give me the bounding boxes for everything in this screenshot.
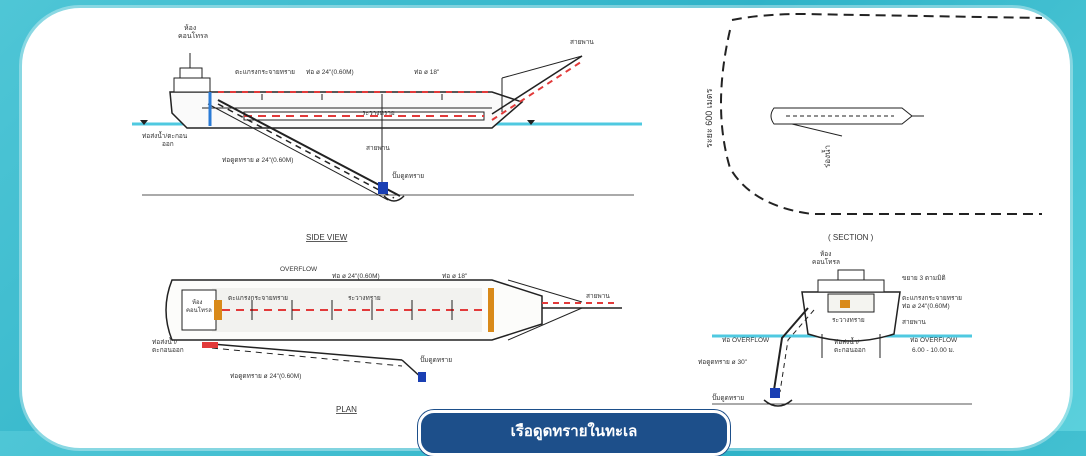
side-pump	[378, 182, 388, 194]
side-suction-label: ท่อดูดทราย ø 24"(0.60M)	[222, 157, 293, 164]
cross-control-room-label: ห้องคอนโทรล	[812, 250, 840, 266]
suction-head	[383, 195, 405, 202]
plan-control-room-label: ห้องคอนโทรล	[186, 299, 212, 314]
section-distance-label: ระยะ 600 เมตร	[704, 88, 714, 148]
boom-stay	[501, 55, 583, 79]
section-top-boundary	[731, 12, 1043, 21]
plan-hatch	[488, 288, 494, 332]
section-suction	[791, 123, 843, 137]
plan-pump-room	[214, 300, 222, 320]
dredger-drawings: ห้องคอนโทรล ตะแกรงกระจายทราย ท่อ ø 24"(0…	[132, 12, 1043, 414]
cross-conveyor-label: สายพาน	[902, 319, 926, 326]
side-discharge-label: ท่อส่งน้ำ/ตะกอนออก	[142, 131, 188, 148]
section-view: ระยะ 600 เมตร ร่องน้ำ ( SECTION )	[704, 12, 1043, 242]
plan-pump	[418, 372, 426, 382]
plan-title: PLAN	[336, 405, 357, 414]
cross-deck	[817, 279, 885, 293]
side-sand-hold-label: ระวางทราย	[362, 110, 395, 117]
section-boundary	[720, 29, 1042, 215]
plan-suction-flow	[211, 347, 403, 367]
plan-view: OVERFLOW ท่อ ø 24"(0.60M) ท่อ ø 18" ห้อง…	[152, 266, 622, 414]
caption-banner: เรือดูดทรายในทะเล	[418, 410, 730, 456]
cross-sand-hold	[827, 293, 875, 313]
cross-pump	[770, 388, 780, 398]
section-title: ( SECTION )	[828, 233, 874, 242]
side-distributor-label: ตะแกรงกระจายทราย	[235, 69, 295, 76]
water-level-marker	[527, 120, 535, 125]
plan-discharge-label: ท่อส่งน้ำ/ตะกอนออก	[152, 337, 184, 354]
cross-sand-hold-label: ระวางทราย	[832, 317, 865, 324]
plan-suction-ladder	[211, 343, 403, 361]
cross-overflow-right-label: ท่อ OVERFLOW	[910, 337, 958, 344]
side-suction-ladder-2	[207, 103, 389, 201]
side-view: ห้องคอนโทรล ตะแกรงกระจายทราย ท่อ ø 24"(0…	[132, 24, 642, 242]
diagram-card: ห้องคอนโทรล ตะแกรงกระจายทราย ท่อ ø 24"(0…	[22, 8, 1070, 448]
side-pipe-18-label: ท่อ ø 18"	[414, 69, 440, 76]
wheelhouse	[179, 67, 203, 79]
side-suction-flow	[217, 103, 395, 199]
cross-discharge-label: ท่อส่งน้ำ/ตะกอนออก	[834, 337, 866, 354]
cross-section-view: ห้องคอนโทรล ขยาย 3 ตามมิติ ตะแกรงกระจายท…	[698, 250, 972, 407]
plan-pump-label: ปั๊มดูดทราย	[420, 355, 452, 364]
side-conveyor-label-2: สายพาน	[366, 145, 390, 152]
side-suction-ladder	[217, 99, 401, 197]
plan-discharge	[202, 342, 218, 348]
caption-text: เรือดูดทรายในทะเล	[510, 422, 638, 440]
cross-suction-head	[763, 399, 793, 407]
side-conveyor-label: สายพาน	[570, 39, 594, 46]
cross-suction-label: ท่อดูดทราย ø 30"	[698, 359, 748, 366]
cross-distributor-label: ตะแกรงกระจายทราย	[902, 295, 962, 302]
plan-control-room	[181, 289, 217, 331]
plan-sand-hold-label: ระวางทราย	[348, 295, 381, 302]
plan-suction-label: ท่อดูดทราย ø 24"(0.60M)	[230, 373, 301, 380]
plan-conveyor-label: สายพาน	[586, 293, 610, 300]
plan-conveyor-stay-bottom	[507, 307, 583, 341]
side-conveyor-boom	[491, 55, 583, 115]
cross-control-room	[837, 269, 865, 281]
cross-depth-label: 6.00 - 10.00 ม.	[912, 347, 955, 354]
superstructure	[173, 77, 211, 93]
section-channel-label: ร่องน้ำ	[821, 145, 832, 168]
cross-pipe-24-label: ท่อ ø 24"(0.60M)	[902, 303, 950, 310]
water-level-marker-left	[140, 120, 148, 125]
side-view-title: SIDE VIEW	[306, 233, 348, 242]
plan-conveyor-stay-top	[507, 279, 583, 303]
side-pipe-24-label: ท่อ ø 24"(0.60M)	[306, 69, 354, 76]
section-ship	[770, 107, 913, 125]
cross-suction-flow	[779, 309, 815, 393]
cross-overflow-left-label: ท่อ OVERFLOW	[722, 337, 770, 344]
plan-distributor-label: ตะแกรงกระจายทราย	[228, 295, 288, 302]
cross-distributor	[840, 300, 850, 308]
side-pump-label: ปั๊มดูดทราย	[392, 171, 424, 180]
cross-suction-pipe	[773, 307, 809, 391]
plan-overflow-label: OVERFLOW	[280, 266, 318, 273]
plan-pipe-24-label: ท่อ ø 24"(0.60M)	[332, 273, 380, 280]
plan-pipe-18-label: ท่อ ø 18"	[442, 273, 468, 280]
cross-pump-label: ปั๊มดูดทราย	[712, 393, 744, 402]
cross-width-label: ขยาย 3 ตามมิติ	[902, 274, 946, 282]
side-conveyor-flow	[491, 59, 585, 121]
side-hull	[169, 91, 524, 129]
cross-hull	[801, 291, 901, 342]
side-control-room-label: ห้องคอนโทรล	[178, 24, 208, 40]
